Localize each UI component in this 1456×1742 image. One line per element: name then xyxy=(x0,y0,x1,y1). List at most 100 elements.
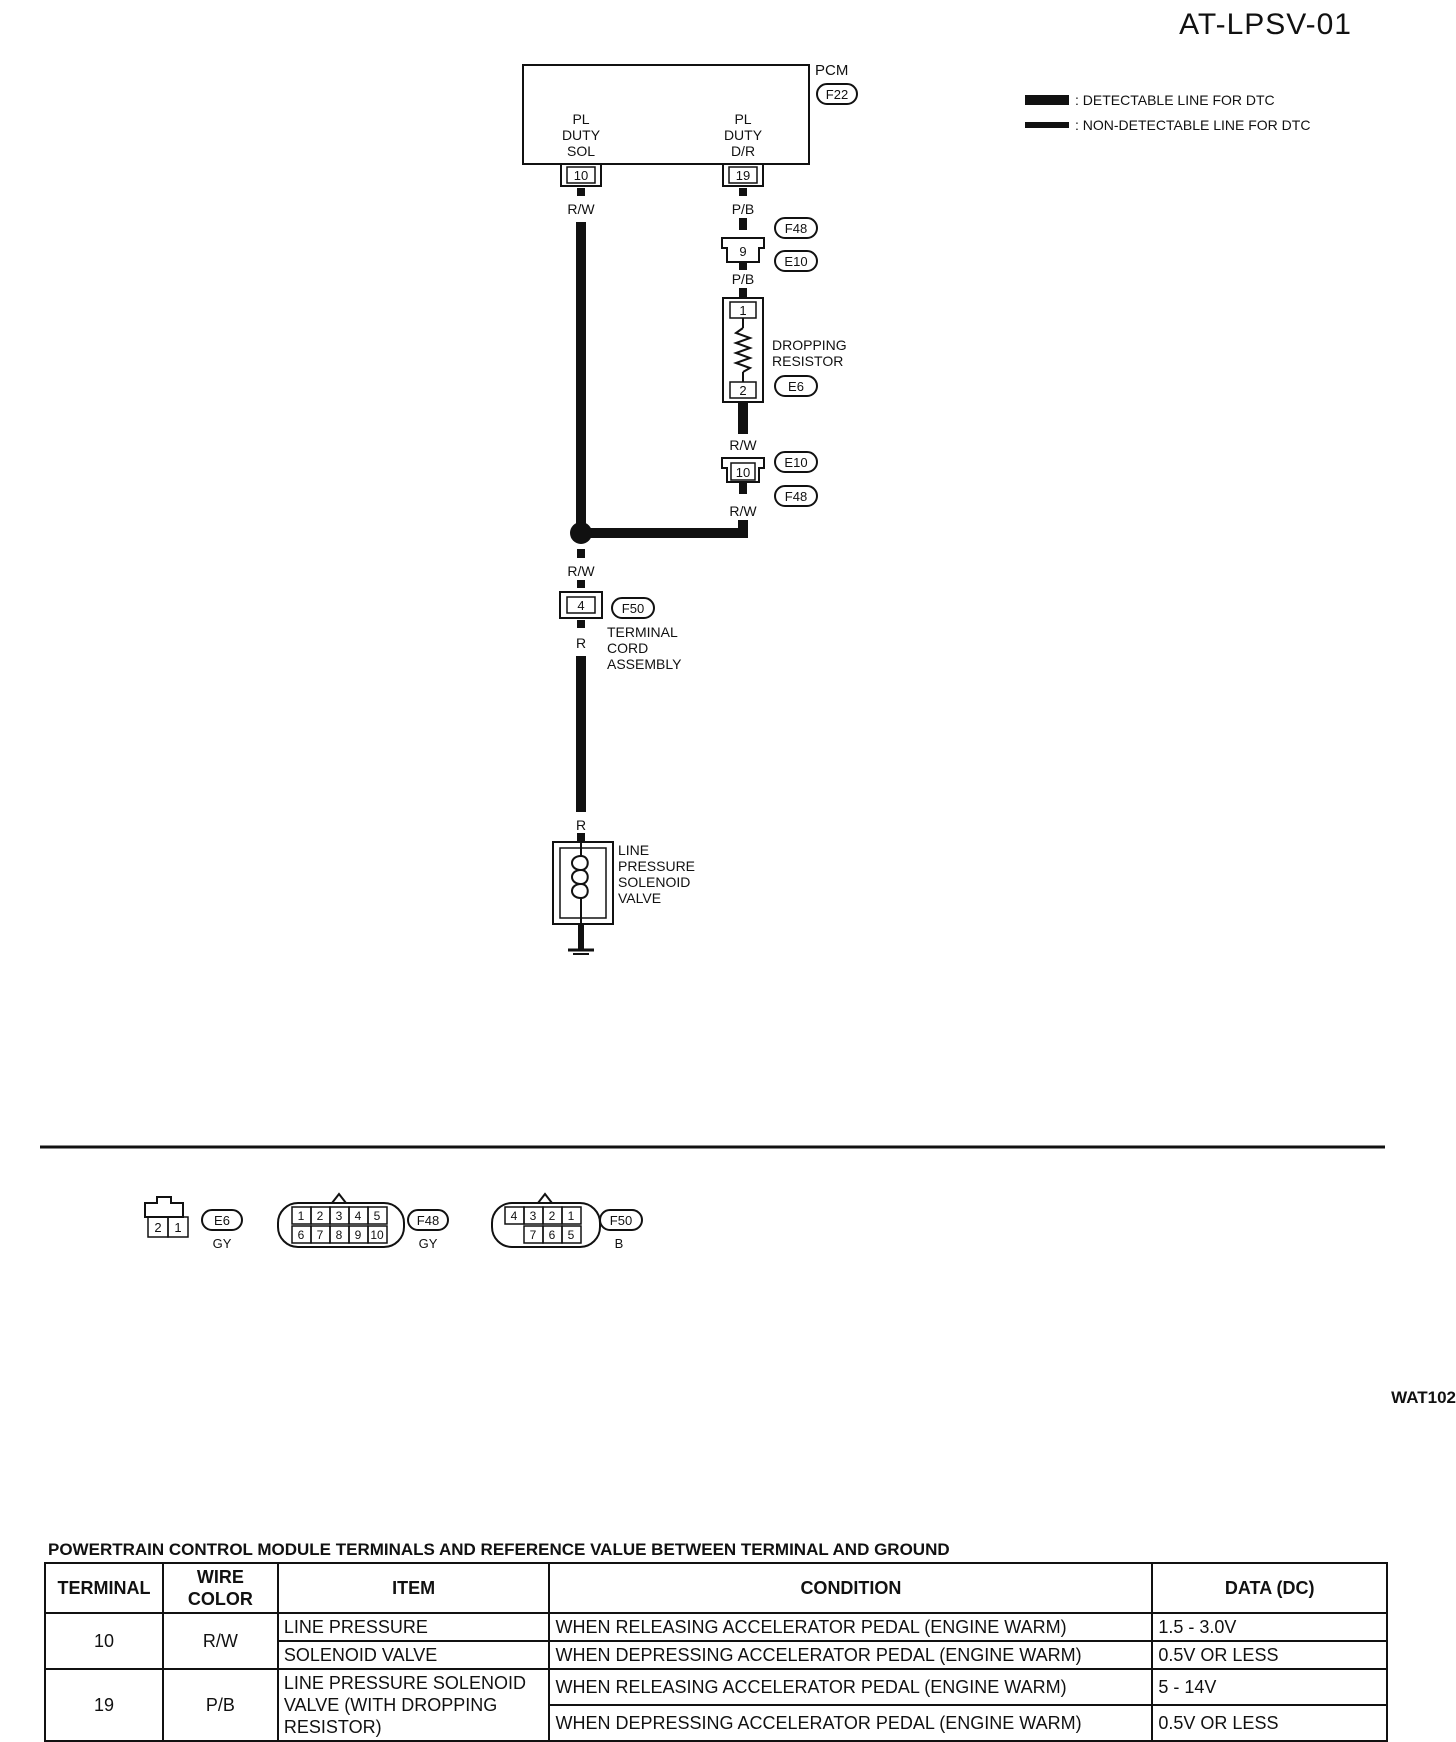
connector-cavity xyxy=(167,1216,189,1238)
connector-cavity-number: 1 xyxy=(298,1209,305,1223)
solenoid-name-line: VALVE xyxy=(618,890,661,906)
pcm-pin-label-line: PL xyxy=(734,111,751,127)
table-row: 10 R/W LINE PRESSURE WHEN RELEASING ACCE… xyxy=(44,1612,1388,1670)
terminal-reference-table: TERMINAL WIRE COLOR ITEM CONDITION DATA … xyxy=(44,1562,1388,1742)
cell-item: LINE PRESSURE SOLENOID VALVE (WITH DROPP… xyxy=(276,1668,551,1742)
connector-badge xyxy=(407,1209,449,1231)
connector-key-icon xyxy=(537,1192,553,1204)
terminal-cord-name-line: CORD xyxy=(607,640,648,656)
pcm-pin-label-line: DUTY xyxy=(562,127,601,143)
table-row: WHEN DEPRESSING ACCELERATOR PEDAL (ENGIN… xyxy=(45,1704,1388,1742)
splice-point xyxy=(570,522,592,544)
cell-item: SOLENOID VALVE xyxy=(276,1640,551,1670)
resistor-zigzag-icon xyxy=(733,327,753,373)
connector-cavity-number: 3 xyxy=(336,1209,343,1223)
solenoid-coil-icon xyxy=(571,855,582,899)
figure-code: WAT102 xyxy=(1391,1388,1456,1407)
wire-stub xyxy=(577,620,585,628)
connector-label: E10 xyxy=(784,254,807,269)
pcm-label: PCM xyxy=(815,62,848,79)
connector-label: F50 xyxy=(622,601,644,616)
connector-view-id: F48 xyxy=(417,1213,439,1228)
connector-cavity-number: 5 xyxy=(374,1209,381,1223)
solenoid-name-line: SOLENOID xyxy=(618,874,690,890)
pcm-pin-label-line: D/R xyxy=(731,143,755,159)
header-item: ITEM xyxy=(276,1562,551,1614)
header-data: DATA (DC) xyxy=(1151,1562,1388,1614)
connector-cavity-number: 3 xyxy=(530,1209,537,1223)
connector-label: F48 xyxy=(785,489,807,504)
connector-view-color: GY xyxy=(213,1236,232,1251)
connector-housing xyxy=(277,1202,405,1248)
terminal-cord-connector-inner xyxy=(566,596,596,614)
cell-terminal: 19 xyxy=(44,1668,164,1742)
connector-cavity-row xyxy=(291,1206,388,1244)
wire-stub xyxy=(577,833,585,842)
legend-non-detectable-text: : NON-DETECTABLE LINE FOR DTC xyxy=(1075,117,1310,133)
legend-detectable-swatch xyxy=(1025,95,1069,105)
connector-cavity-number: 7 xyxy=(317,1228,324,1242)
connector-cavity-number: 8 xyxy=(336,1228,343,1242)
pcm-terminal-inner xyxy=(728,166,758,184)
connector-cavity-number: 1 xyxy=(568,1209,575,1223)
table-row: SOLENOID VALVE WHEN DEPRESSING ACCELERAT… xyxy=(45,1640,1388,1670)
connector-badge xyxy=(611,597,655,619)
connector-badge xyxy=(774,451,818,473)
solenoid-coil-icon xyxy=(580,855,589,899)
cell-terminal: 10 xyxy=(44,1612,164,1670)
pcm-pin-label-line: PL xyxy=(572,111,589,127)
connector-view-color: B xyxy=(615,1236,624,1251)
connector-badge xyxy=(774,375,818,397)
connector-housing xyxy=(144,1196,184,1218)
wire-stub xyxy=(577,188,585,196)
connector-cavity-number: 7 xyxy=(530,1228,537,1242)
solenoid-inner xyxy=(559,847,607,919)
connector-cavity-number: 2 xyxy=(549,1209,556,1223)
connector-cavity-number: 2 xyxy=(154,1220,161,1235)
connector-pin-number: 4 xyxy=(577,598,584,613)
connector-cavity-number: 9 xyxy=(355,1228,362,1242)
cell-data: 1.5 - 3.0V xyxy=(1151,1612,1388,1642)
connector-pin-number: 9 xyxy=(739,244,746,259)
connector-cavity-number: 1 xyxy=(174,1220,181,1235)
wire-color-label: R xyxy=(576,635,586,651)
cell-condition: WHEN RELEASING ACCELERATOR PEDAL (ENGINE… xyxy=(548,1668,1154,1706)
wire-stub xyxy=(739,188,747,196)
cell-item: LINE PRESSURE xyxy=(276,1612,551,1642)
connector-view-f48: 1 2 3 4 5 6 7 8 9 10 F48 GY xyxy=(277,1192,449,1251)
pcm-terminal-number: 10 xyxy=(574,168,588,183)
wire-color-label: R/W xyxy=(729,503,757,519)
pcm-box xyxy=(522,64,810,165)
solenoid-name-line: LINE xyxy=(618,842,649,858)
pcm-connector-label: F22 xyxy=(826,87,848,102)
cell-wire-color: R/W xyxy=(161,1612,279,1670)
connector-cavity-number: 10 xyxy=(370,1228,384,1242)
connector-badge xyxy=(599,1209,643,1231)
in-line-connector-inner xyxy=(730,462,756,481)
cell-item-line: RESISTOR) xyxy=(283,1717,382,1737)
wire-color-label: R/W xyxy=(567,201,595,217)
resistor-name-line: DROPPING xyxy=(772,337,847,353)
connector-view-id: F50 xyxy=(610,1213,632,1228)
cell-data: 0.5V OR LESS xyxy=(1151,1704,1388,1742)
pcm-pin-label-line: DUTY xyxy=(724,127,763,143)
in-line-connector xyxy=(721,237,765,263)
wire-stub xyxy=(577,580,585,588)
wire-stub xyxy=(577,549,585,558)
connector-view-e6: 2 1 E6 GY xyxy=(144,1196,243,1251)
header-condition: CONDITION xyxy=(548,1562,1154,1614)
cell-item-line: LINE PRESSURE SOLENOID xyxy=(283,1673,526,1693)
table-row: 19 P/B LINE PRESSURE SOLENOID VALVE (WIT… xyxy=(44,1668,1388,1742)
connector-cavity-number: 6 xyxy=(298,1228,305,1242)
solenoid-name-line: PRESSURE xyxy=(618,858,695,874)
header-terminal: TERMINAL xyxy=(44,1562,164,1614)
resistor-name-line: RESISTOR xyxy=(772,353,843,369)
pcm-terminal-box xyxy=(560,163,602,187)
cell-wire-color: P/B xyxy=(161,1668,279,1742)
wire-color-label: R/W xyxy=(567,563,595,579)
connector-label: E6 xyxy=(788,379,804,394)
cell-condition: WHEN DEPRESSING ACCELERATOR PEDAL (ENGIN… xyxy=(548,1704,1154,1742)
connector-label: F48 xyxy=(785,221,807,236)
connector-badge xyxy=(774,217,818,239)
connector-housing xyxy=(491,1202,601,1248)
